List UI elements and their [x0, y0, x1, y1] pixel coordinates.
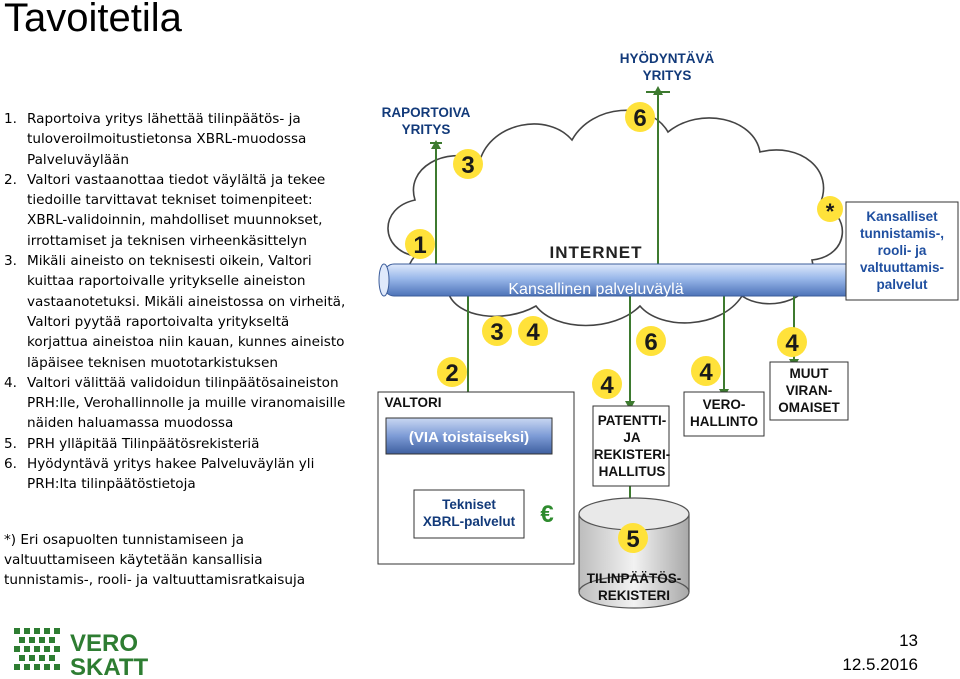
vero-label-line1: VERO-: [703, 397, 746, 412]
prh-label-line4: HALLITUS: [599, 464, 666, 479]
tekniset-box: [413, 489, 525, 539]
badge-6-top: 6: [633, 105, 646, 132]
badge-3-top: 3: [461, 152, 474, 179]
tekniset-label-line1: Tekniset: [442, 497, 496, 512]
number-badges: [405, 102, 843, 553]
step-list: 1. Raportoiva yritys lähettää tilinpäätös…: [0, 109, 346, 495]
kansalliset-label-line1: Kansalliset: [866, 209, 938, 224]
step-item: 4. Valtori välittää validoidun tilinpäätö…: [0, 373, 346, 434]
rekisteri-label-line1: TILINPÄÄTÖS-: [587, 571, 682, 586]
rekisteri-label-line2: REKISTERI: [598, 588, 670, 603]
kansalliset-label-line3: rooli- ja: [878, 243, 927, 258]
kansalliset-label-line2: tunnistamis-,: [860, 226, 944, 241]
via-box: [385, 417, 553, 455]
badge-5: 5: [626, 526, 639, 553]
step-number: 4.: [4, 374, 17, 391]
prh-label-line1: PATENTTI-: [598, 413, 667, 428]
step-item: 1. Raportoiva yritys lähettää tilinpäätös…: [0, 109, 346, 170]
step-text: Hyödyntävä yritys hakee Palveluväylän yl…: [27, 456, 315, 493]
badge-2: 2: [445, 360, 458, 387]
tekniset-label-line2: XBRL-palvelut: [423, 514, 516, 529]
step-item: 2. Valtori vastaanottaa tiedot väylältä j…: [0, 170, 346, 251]
step-number: 6.: [4, 456, 17, 473]
step-text: Valtori välittää validoidun tilinpäätösa…: [27, 374, 346, 432]
badge-6-prh: 6: [644, 329, 657, 356]
badge-4-prh: 4: [600, 372, 614, 399]
hyodyntava-label-line1: HYÖDYNTÄVÄ: [620, 51, 715, 66]
hyodyntava-label-line2: YRITYS: [643, 68, 692, 83]
prh-label-line3: REKISTERI-: [594, 447, 671, 462]
via-label: (VIA toistaiseksi): [409, 429, 529, 446]
page-title: Tavoitetila: [4, 0, 182, 40]
muut-box: [769, 361, 849, 421]
raportoiva-label-line2: YRITYS: [402, 122, 451, 137]
palveluvayla-label: Kansallinen palveluväylä: [508, 281, 683, 298]
muut-label-line1: MUUT: [790, 366, 830, 381]
valtori-label: VALTORI: [385, 395, 442, 410]
kansalliset-box: [845, 201, 959, 301]
prh-label-line2: JA: [623, 430, 641, 445]
badge-4: 4: [526, 319, 540, 346]
muut-label-line2: VIRAN-: [786, 383, 833, 398]
step-text: Valtori vastaanottaa tiedot väylältä ja …: [27, 171, 326, 249]
raportoiva-label-line1: RAPORTOIVA: [382, 105, 471, 120]
logo-line2: SKATT: [70, 654, 149, 679]
muut-label-line3: OMAISET: [778, 400, 840, 415]
badge-4-vero: 4: [699, 359, 713, 386]
internet-label: INTERNET: [550, 243, 643, 262]
badge-3: 3: [490, 319, 503, 346]
step-item: 6. Hyödyntävä yritys hakee Palveluväylän …: [0, 454, 346, 495]
step-item: 5. PRH ylläpitää Tilinpäätösrekisteriä: [0, 434, 346, 454]
kansalliset-label-line4: valtuuttamis-: [860, 260, 944, 275]
slide-number: 13: [899, 631, 918, 650]
kansalliset-label-line5: palvelut: [876, 277, 928, 292]
vero-box: [683, 391, 765, 437]
footnote: *) Eri osapuolten tunnistamiseen ja valt…: [4, 532, 306, 588]
vero-skatt-logo: VERO SKATT: [10, 625, 149, 679]
vero-label-line2: HALLINTO: [690, 414, 758, 429]
step-number: 3.: [4, 253, 17, 270]
step-text: PRH ylläpitää Tilinpäätösrekisteriä: [27, 435, 260, 452]
step-number: 2.: [4, 171, 17, 188]
tilinpaatosrekisteri-cylinder: [578, 497, 690, 609]
logo-line1: VERO: [70, 630, 138, 657]
step-number: 1.: [4, 111, 17, 127]
step-item: 3. Mikäli aineisto on teknisesti oikein, …: [0, 251, 346, 373]
step-text: Raportoiva yritys lähettää tilinpäätös- …: [27, 111, 307, 168]
step-number: 5.: [4, 435, 17, 452]
slide-date: 12.5.2016: [842, 655, 918, 674]
step-text: Mikäli aineisto on teknisesti oikein, Va…: [27, 253, 346, 371]
euro-icon: €: [540, 501, 553, 528]
prh-box: [592, 405, 670, 487]
badge-1: 1: [413, 232, 426, 259]
badge-asterisk: *: [826, 199, 835, 224]
badge-4-muut: 4: [785, 330, 799, 357]
